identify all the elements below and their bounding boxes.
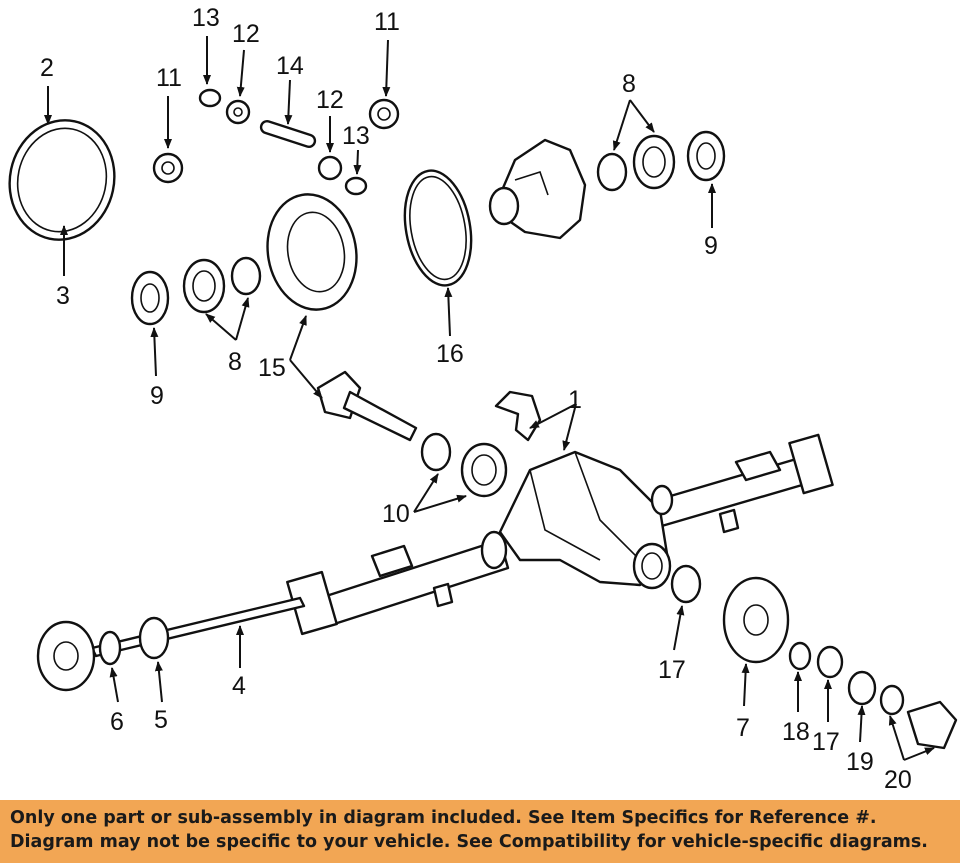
callout-numbers: 2 3 11 13 12 14 12 13 11 8 9 16 8 9 15 1… [40,4,912,794]
callout-12-left: 12 [232,20,260,48]
ring-gear [266,193,358,311]
callout-18: 18 [782,718,810,746]
differential-small-parts [152,88,400,196]
cover-and-gasket [8,119,116,241]
callout-6: 6 [110,708,124,736]
callout-2: 2 [40,54,54,82]
callout-16: 16 [436,340,464,368]
rear-axle-exploded-diagram: 2 3 11 13 12 14 12 13 11 8 9 16 8 9 15 1… [8,4,958,794]
disclaimer-line-2: Diagram may not be specific to your vehi… [10,832,928,852]
callout-17-right: 17 [812,728,840,756]
callout-4: 4 [232,672,246,700]
callout-8-left: 8 [228,348,242,376]
bearings-and-seals [130,130,726,498]
callout-11-right: 11 [374,8,400,36]
callout-15: 15 [258,354,286,382]
disclaimer-line-1: Only one part or sub-assembly in diagram… [10,808,877,828]
callout-13-left: 13 [192,4,220,32]
callout-7: 7 [736,714,750,742]
callout-20: 20 [884,766,912,794]
axle-housing [286,433,834,636]
callout-10: 10 [382,500,410,528]
callout-8-right: 8 [622,70,636,98]
differential-case [488,138,587,240]
callout-5: 5 [154,706,168,734]
axle-shaft [36,596,306,692]
pinion-gear [316,370,418,442]
callout-3: 3 [56,282,70,310]
shim-ring [403,169,473,287]
callout-13-right: 13 [342,122,370,150]
callout-9-left: 9 [150,382,164,410]
callout-11-left: 11 [156,64,182,92]
callout-1: 1 [568,386,582,414]
callout-12-right: 12 [316,86,344,114]
disclaimer-banner: Only one part or sub-assembly in diagram… [0,800,960,863]
pinion-side-parts [670,564,958,750]
callout-17-left: 17 [658,656,686,684]
callout-14: 14 [276,52,304,80]
callout-9-right: 9 [704,232,718,260]
leader-lines [44,36,935,761]
callout-19: 19 [846,748,874,776]
